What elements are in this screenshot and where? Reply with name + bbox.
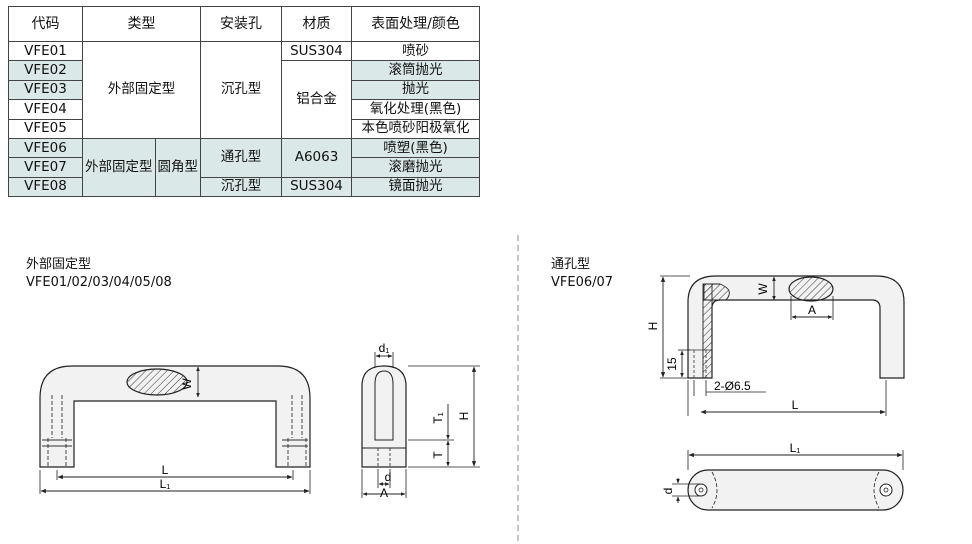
handle-front-view <box>39 365 311 468</box>
material-cell: SUS304 <box>281 40 352 62</box>
dim-w-label: W <box>180 378 194 390</box>
dim-l-label: L <box>162 463 169 477</box>
hidden-lines <box>47 395 307 467</box>
material-cell: A6063 <box>281 137 352 178</box>
header-code: 代码 <box>8 6 83 42</box>
code-cell: VFE08 <box>8 176 83 198</box>
dim-l2-label: L <box>792 398 799 412</box>
finish-cell: 本色喷砂阳极氧化 <box>351 118 480 139</box>
finish-cell: 喷塑(黑色) <box>351 137 480 159</box>
finish-cell: 滚磨抛光 <box>351 157 480 178</box>
dim-l1-label: L₁ <box>160 477 171 491</box>
finish-cell: 镜面抛光 <box>351 176 480 198</box>
hole-cell: 沉孔型 <box>200 176 282 198</box>
hole-cell: 沉孔型 <box>200 41 282 139</box>
hole-cell: 通孔型 <box>200 137 282 178</box>
finish-cell: 滚筒抛光 <box>351 60 480 81</box>
table-row: VFE07 滚磨抛光 <box>8 157 480 178</box>
table-header-row: 代码 类型 安装孔 材质 表面处理/颜色 <box>8 6 480 42</box>
table-row: VFE08 沉孔型 SUS304 镜面抛光 <box>8 176 480 198</box>
dim-t-label: T <box>431 451 445 459</box>
header-type: 类型 <box>82 6 201 42</box>
dim-15-label: 15 <box>665 357 679 371</box>
left-view-codes: VFE01/02/03/04/05/08 <box>26 275 172 290</box>
header-material: 材质 <box>281 6 352 42</box>
dim-hole-label: 2-Ø6.5 <box>714 379 751 393</box>
right-view-codes: VFE06/07 <box>551 275 614 290</box>
code-cell: VFE07 <box>8 157 83 178</box>
type-cell: 外部固定型 <box>82 137 156 198</box>
dim-a-label: A <box>380 486 388 500</box>
header-finish: 表面处理/颜色 <box>351 6 480 42</box>
table-row: VFE02 铝合金 滚筒抛光 <box>8 60 480 139</box>
dim-a2-label: A <box>808 303 816 317</box>
code-cell: VFE06 <box>8 137 83 159</box>
dim-l12-label: L₁ <box>790 441 801 455</box>
section-hatch <box>788 276 834 302</box>
left-view-title: 外部固定型 <box>26 257 92 272</box>
handle-side-view <box>361 365 407 468</box>
material-cell: SUS304 <box>281 176 352 198</box>
right-view-title: 通孔型 <box>551 257 591 272</box>
material-cell: 铝合金 <box>281 60 352 139</box>
code-cell: VFE02 <box>8 60 83 81</box>
spec-table: 代码 类型 安装孔 材质 表面处理/颜色 VFE01 外部固定型 沉孔型 SUS… <box>8 6 480 198</box>
dim-d2-label: d <box>661 488 675 495</box>
dim-d-label: d <box>385 470 392 484</box>
table-row: VFE06 外部固定型 圆角型 通孔型 A6063 喷塑(黑色) <box>8 137 480 198</box>
table-row: VFE01 外部固定型 沉孔型 SUS304 喷砂 <box>8 40 480 139</box>
dim-h-label: H <box>457 412 471 421</box>
through-hole-top-view <box>687 469 904 511</box>
left-thread-marks <box>42 439 308 447</box>
dim-w2-label: W <box>756 283 770 295</box>
finish-cell: 氧化处理(黑色) <box>351 99 480 120</box>
section-hatch <box>126 368 188 396</box>
code-cell: VFE05 <box>8 118 83 139</box>
type-round-cell: 圆角型 <box>154 137 201 198</box>
table-row: VFE05 本色喷砂阳极氧化 <box>8 118 480 139</box>
right-hole-lines <box>688 349 712 378</box>
dim-d1-label: d₁ <box>379 341 390 355</box>
dim-h2-label: H <box>646 322 660 331</box>
dim-t1-label: T₁ <box>431 412 445 423</box>
table-row: VFE04 氧化处理(黑色) <box>8 99 480 120</box>
type-cell: 外部固定型 <box>82 41 201 139</box>
